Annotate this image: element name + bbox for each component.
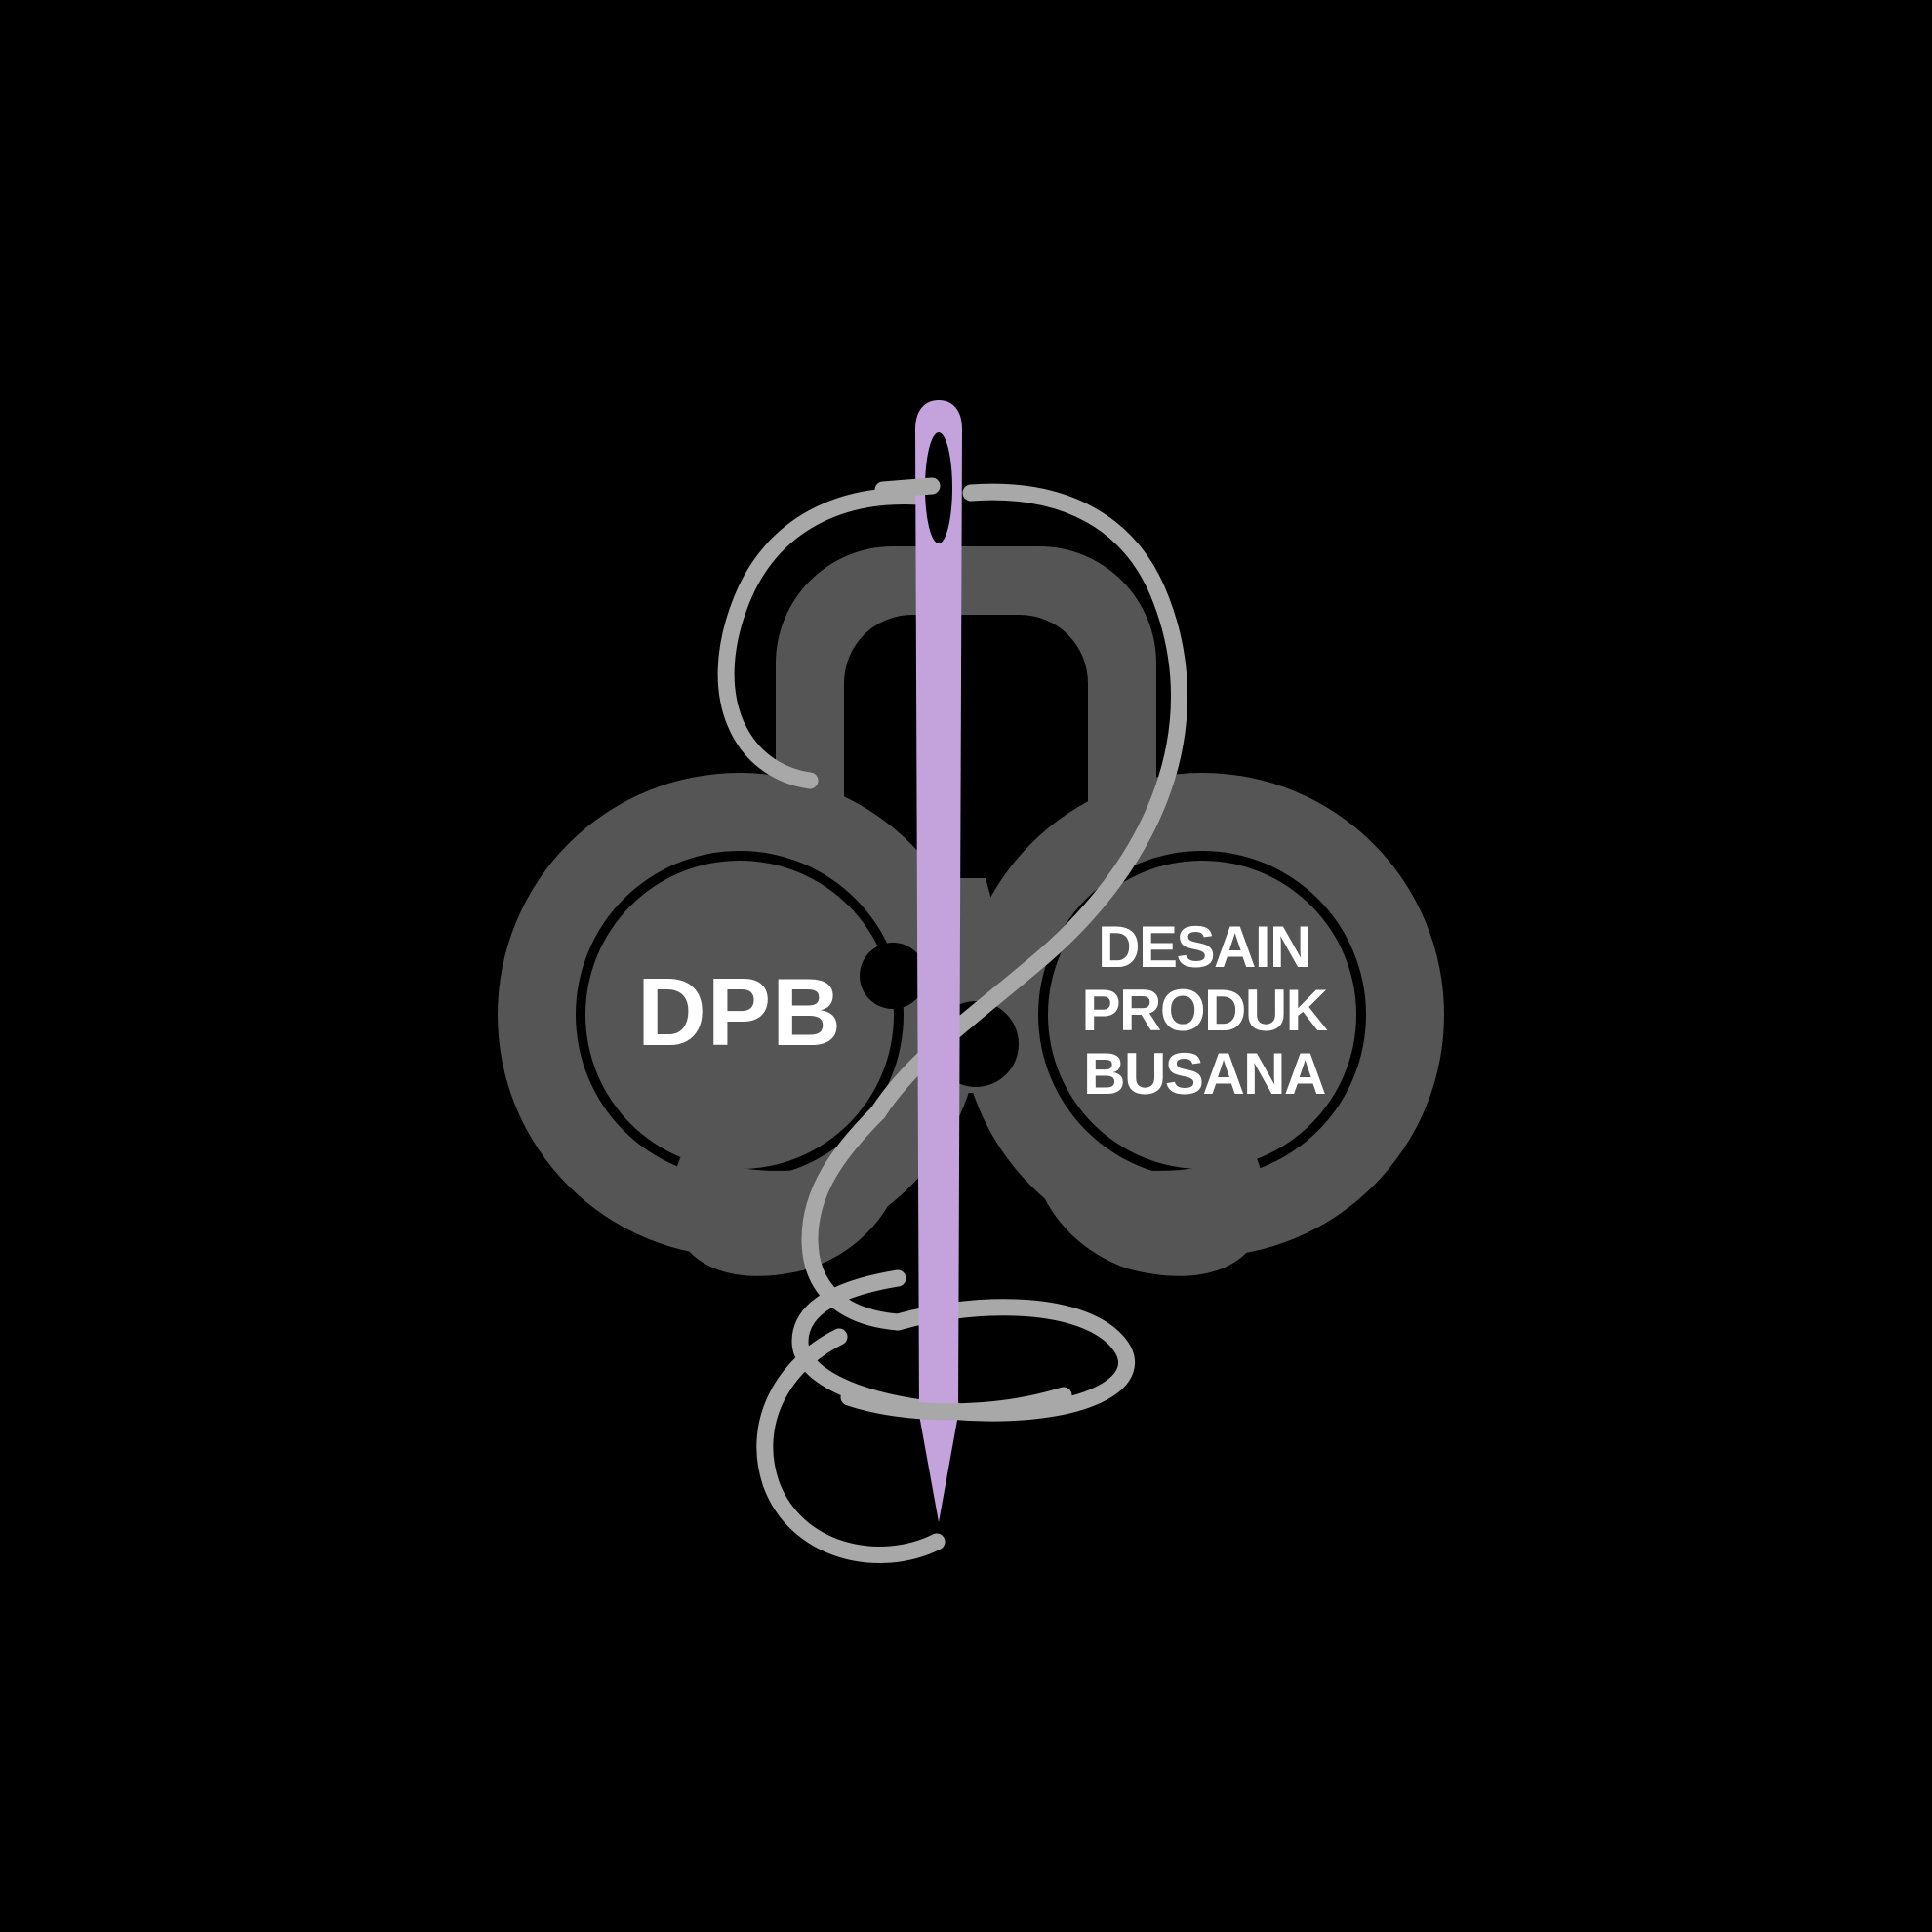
right-badge-line-2: PRODUK <box>1081 978 1327 1043</box>
right-badge-line-1: DESAIN <box>1098 914 1310 980</box>
right-badge-ring <box>960 773 1444 1257</box>
trefoil-group <box>498 546 1444 1276</box>
thread-small-loop-front <box>840 1387 1072 1421</box>
trefoil-lower-left-tail <box>670 1137 907 1276</box>
needle-shaft <box>915 400 962 1522</box>
thread-overlay-group <box>840 477 1072 1421</box>
trefoil-lower-right-tail <box>1029 1137 1267 1276</box>
needle-group <box>915 400 962 1522</box>
left-badge-initials: DPB <box>637 958 842 1066</box>
thread-upper-left-arc <box>717 488 941 789</box>
trefoil-center-hole <box>860 943 926 1009</box>
thread-descend <box>801 1104 906 1331</box>
right-badge-line-3: BUSANA <box>1083 1041 1325 1107</box>
thread-through-eye-left <box>874 477 941 499</box>
thread-bottom-loop <box>756 1328 946 1563</box>
left-ring-disc <box>585 861 894 1169</box>
right-ring-disc <box>1048 861 1356 1169</box>
